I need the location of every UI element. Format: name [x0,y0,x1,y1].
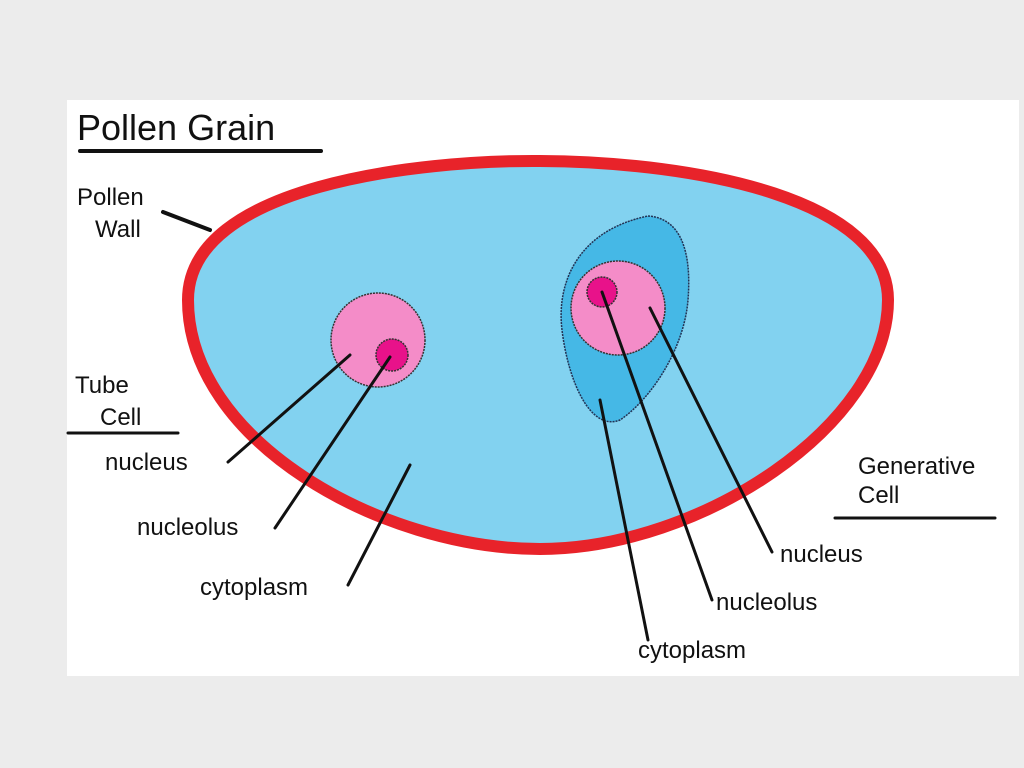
label-tube-cell-1: Tube [75,372,129,399]
pollen-wall [181,154,895,556]
label-tube-nucleus: nucleus [105,449,188,476]
gen-cytoplasm-pointer [598,398,650,642]
label-gen-nucleolus: nucleolus [716,589,817,616]
label-tube-cytoplasm: cytoplasm [200,574,308,601]
label-tube-nucleolus: nucleolus [137,514,238,541]
label-pollen-wall-1: Pollen [77,184,144,211]
diagram-title: Pollen Grain [77,107,275,148]
label-generative-cell-2: Cell [858,482,899,509]
label-pollen-wall-2: Wall [95,216,141,243]
label-tube-cell-2: Cell [100,404,141,431]
gen-nucleus-pointer [648,306,774,554]
tube-nucleus-pointer [226,353,352,464]
tube-cytoplasm-pointer [346,463,412,587]
tube-nucleolus [375,338,409,372]
label-gen-nucleus: nucleus [780,541,863,568]
label-gen-cytoplasm: cytoplasm [638,637,746,664]
label-generative-cell-1: Generative [858,453,975,480]
tube-nucleolus-pointer [273,355,392,530]
gen-nucleolus-pointer [600,290,714,602]
pollen-wall-pointer [161,210,212,232]
